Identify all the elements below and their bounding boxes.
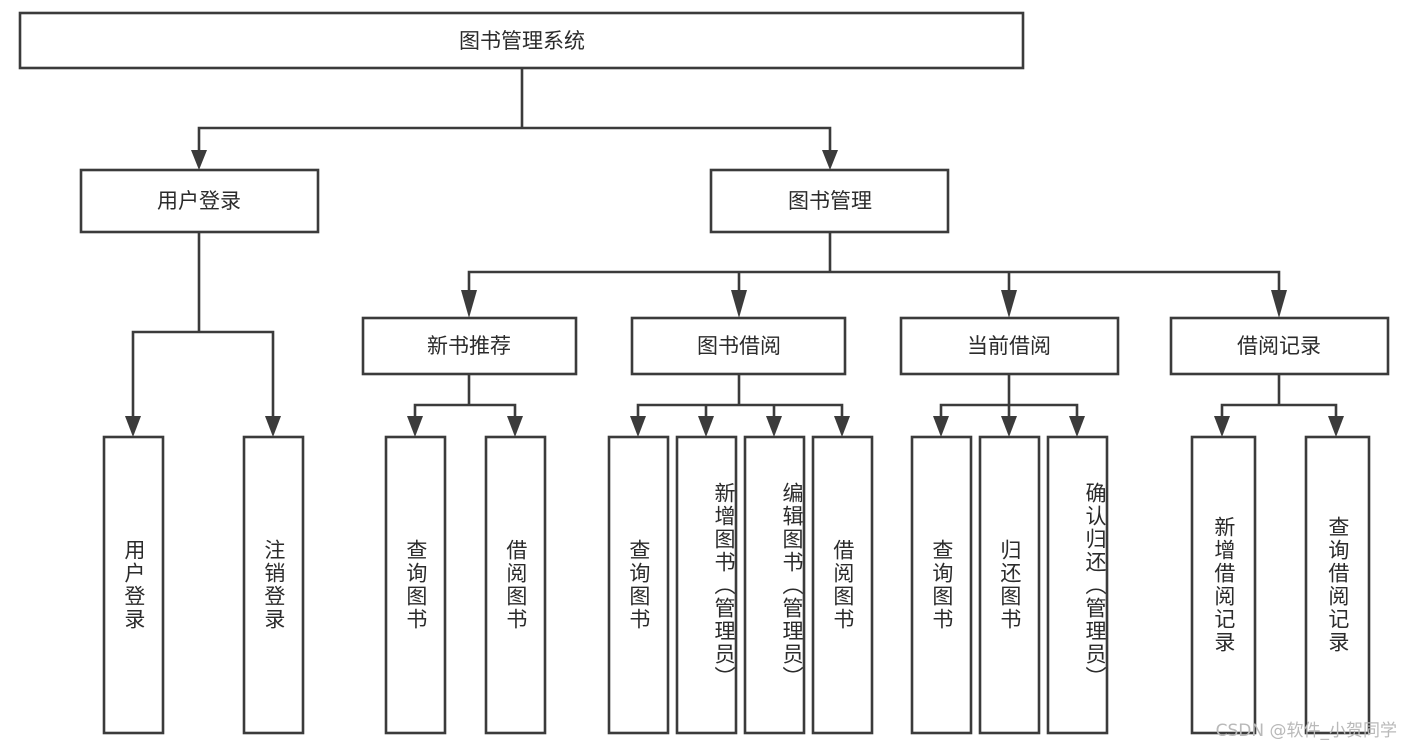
node-book-management[interactable]: 图书管理 [709, 168, 950, 234]
leaf-box-confirm-return[interactable] [1046, 435, 1109, 735]
leaf-boxes [102, 435, 1371, 735]
node-root-label: 图书管理系统 [459, 29, 585, 53]
arrow-head-leaf-query-book-2 [630, 416, 646, 437]
node-book-borrow[interactable]: 图书借阅 [630, 316, 847, 376]
leaf-box-borrow-book-1[interactable] [484, 435, 547, 735]
leaf-box-add-book[interactable] [675, 435, 738, 735]
arrow-head-leaf-borrow-book-1 [507, 416, 523, 437]
leaf-box-add-record[interactable] [1190, 435, 1257, 735]
node-borrow-record[interactable]: 借阅记录 [1169, 316, 1390, 376]
leaf-box-edit-book[interactable] [743, 435, 806, 735]
node-current-borrow[interactable]: 当前借阅 [899, 316, 1120, 376]
arrow-head-leaf-add-record [1214, 416, 1230, 437]
arrow-head-borrow-record [1271, 290, 1287, 318]
arrow-head-leaf-query-book-1 [407, 416, 423, 437]
connectors-book-borrow-to-leaves [630, 372, 850, 437]
leaf-box-user-login[interactable] [102, 435, 165, 735]
arrow-head-book-management [822, 150, 838, 170]
arrow-head-user-login [191, 150, 207, 170]
leaf-box-query-record[interactable] [1304, 435, 1371, 735]
leaf-box-query-book-2[interactable] [607, 435, 670, 735]
leaf-box-borrow-book-2[interactable] [811, 435, 874, 735]
node-current-borrow-label: 当前借阅 [967, 334, 1051, 358]
node-new-book-recommend-label: 新书推荐 [427, 334, 511, 358]
connectors-user-login-to-leaves [125, 230, 281, 437]
node-root[interactable]: 图书管理系统 [18, 11, 1025, 70]
arrow-head-book-borrow [731, 290, 747, 318]
csdn-watermark: CSDN @软件_小贺同学 [1215, 721, 1397, 741]
leaf-box-query-book-3[interactable] [910, 435, 973, 735]
arrow-head-leaf-user-login [125, 416, 141, 437]
arrow-head-current-borrow [1001, 290, 1017, 318]
arrow-head-leaf-confirm-return [1069, 416, 1085, 437]
arrow-head-leaf-add-book [698, 416, 714, 437]
node-new-book-recommend[interactable]: 新书推荐 [361, 316, 578, 376]
leaf-box-logout[interactable] [242, 435, 305, 735]
node-book-borrow-label: 图书借阅 [697, 334, 781, 358]
arrow-head-leaf-query-book-3 [933, 416, 949, 437]
arrow-head-leaf-return-book [1001, 416, 1017, 437]
connectors-book-management-to-level3 [461, 230, 1287, 318]
node-user-login-label: 用户登录 [157, 189, 241, 213]
node-user-login[interactable]: 用户登录 [79, 168, 320, 234]
node-book-management-label: 图书管理 [788, 189, 872, 213]
connectors-root-to-level2 [191, 66, 838, 170]
arrow-head-leaf-edit-book [766, 416, 782, 437]
leaf-box-query-book-1[interactable] [384, 435, 447, 735]
arrow-head-leaf-borrow-book-2 [834, 416, 850, 437]
arrow-head-leaf-logout [265, 416, 281, 437]
connectors-new-book-recommend-to-leaves [407, 372, 523, 437]
node-borrow-record-label: 借阅记录 [1237, 334, 1321, 358]
connectors-current-borrow-to-leaves [933, 372, 1085, 437]
connectors-borrow-record-to-leaves [1214, 372, 1344, 437]
leaf-box-return-book[interactable] [978, 435, 1041, 735]
arrow-head-leaf-query-record [1328, 416, 1344, 437]
arrow-head-new-book-recommend [461, 290, 477, 318]
